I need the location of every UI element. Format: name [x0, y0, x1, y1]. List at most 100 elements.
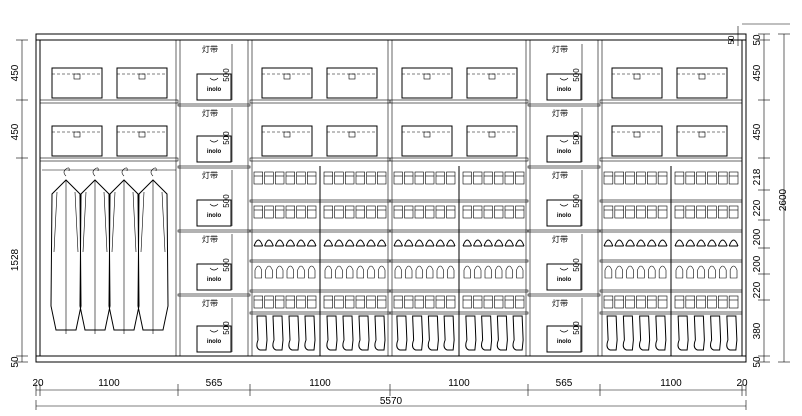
dimension-labels: 灯带inolo500灯带inolo500灯带inolo500灯带inolo500…: [10, 34, 789, 407]
shelf: [39, 157, 179, 162]
sneaker: [516, 265, 524, 279]
hanger-hook: [121, 167, 128, 177]
storage-box: [261, 125, 313, 157]
hanger-hook: [63, 167, 70, 177]
shoe-box: [264, 171, 274, 185]
shoe-rack: [462, 171, 525, 351]
flat-shoe: [728, 239, 739, 247]
basket: [546, 73, 582, 101]
shoe-box: [718, 171, 728, 185]
boot: [481, 315, 493, 351]
shoe-box: [414, 171, 424, 185]
hanging-coat: [108, 167, 140, 334]
storage-box: [116, 125, 168, 157]
box-handle: [698, 73, 706, 80]
boot: [326, 315, 338, 351]
sneaker: [484, 265, 492, 279]
basket-brand: inolo: [207, 339, 222, 345]
sneaker: [626, 265, 634, 279]
shoe-box: [366, 171, 376, 185]
shoe-box: [414, 205, 424, 219]
basket: [196, 199, 232, 227]
basket: [546, 199, 582, 227]
shoe-box: [345, 295, 355, 309]
light-strip-label: 灯带: [202, 108, 218, 118]
storage-box: [401, 125, 453, 157]
shoe-box: [264, 205, 274, 219]
light-strip-label: 灯带: [202, 44, 218, 54]
shoe-box: [425, 295, 435, 309]
right-dim-label: 380: [752, 322, 763, 339]
basket-brand: inolo: [557, 149, 572, 155]
box-handle: [283, 73, 291, 80]
shoe-box: [334, 205, 344, 219]
shoe-box: [307, 295, 317, 309]
shoe-box: [393, 295, 403, 309]
storage-box: [611, 125, 663, 157]
box-body: [326, 67, 378, 99]
shoe-box: [674, 171, 685, 185]
flat-shoe: [674, 239, 685, 247]
wardrobe-contents: [42, 67, 739, 353]
sneaker: [297, 265, 305, 279]
shoe-box: [685, 295, 695, 309]
boot: [726, 315, 738, 351]
shelf: [177, 165, 251, 169]
shoe-box: [334, 171, 344, 185]
shoe-box: [515, 295, 525, 309]
flat-shoe: [707, 239, 717, 247]
shoe-box: [625, 295, 635, 309]
light-strip-label: 灯带: [552, 170, 568, 180]
shoe-box: [404, 205, 414, 219]
shoe-box: [483, 295, 493, 309]
boot: [288, 315, 300, 351]
coat-sleeves: [82, 191, 108, 253]
shoe-box: [355, 295, 365, 309]
divider-panel: [597, 39, 603, 357]
box-body: [401, 67, 453, 99]
shoe-box: [657, 295, 668, 309]
sneaker: [254, 265, 262, 279]
shoe-box: [625, 171, 635, 185]
sneaker: [447, 265, 455, 279]
shoe-box: [657, 171, 668, 185]
sneaker: [686, 265, 694, 279]
sneaker: [719, 265, 727, 279]
shelf: [389, 157, 529, 162]
box-body: [51, 125, 103, 157]
basket-handle: [209, 203, 219, 207]
narrow-shelf-dim: 500: [222, 321, 231, 335]
sneaker: [658, 265, 667, 279]
divider-panel: [387, 39, 393, 357]
box-handle: [348, 131, 356, 138]
boot: [374, 315, 386, 351]
shoe-box: [275, 171, 285, 185]
light-strip-label: 灯带: [202, 298, 218, 308]
box-handle: [423, 73, 431, 80]
shoe-box: [296, 171, 306, 185]
shoe-box: [603, 295, 614, 309]
shoe-box: [504, 171, 514, 185]
coat-sleeves: [140, 191, 166, 253]
light-strip-label: 灯带: [552, 234, 568, 244]
flat-shoe: [306, 239, 317, 247]
boot: [272, 315, 284, 351]
shoe-box: [355, 171, 365, 185]
hanger-hook: [150, 167, 157, 177]
right-dim-label: 200: [752, 228, 763, 245]
basket-handle: [209, 77, 219, 81]
flat-shoe: [435, 239, 445, 247]
light-strip-label: 灯带: [552, 44, 568, 54]
shoe-box: [696, 295, 706, 309]
shoe-box: [435, 171, 445, 185]
sneaker: [708, 265, 716, 279]
top-small-dim-label: 50: [727, 35, 736, 44]
shoe-box: [296, 205, 306, 219]
shoe-shelf: [389, 229, 529, 233]
boot: [358, 315, 370, 351]
box-body: [326, 125, 378, 157]
shoe-shelf: [599, 289, 743, 293]
basket-brand: inolo: [207, 277, 222, 283]
bottom-dim-label: 565: [556, 378, 573, 389]
flat-shoe: [366, 239, 376, 247]
